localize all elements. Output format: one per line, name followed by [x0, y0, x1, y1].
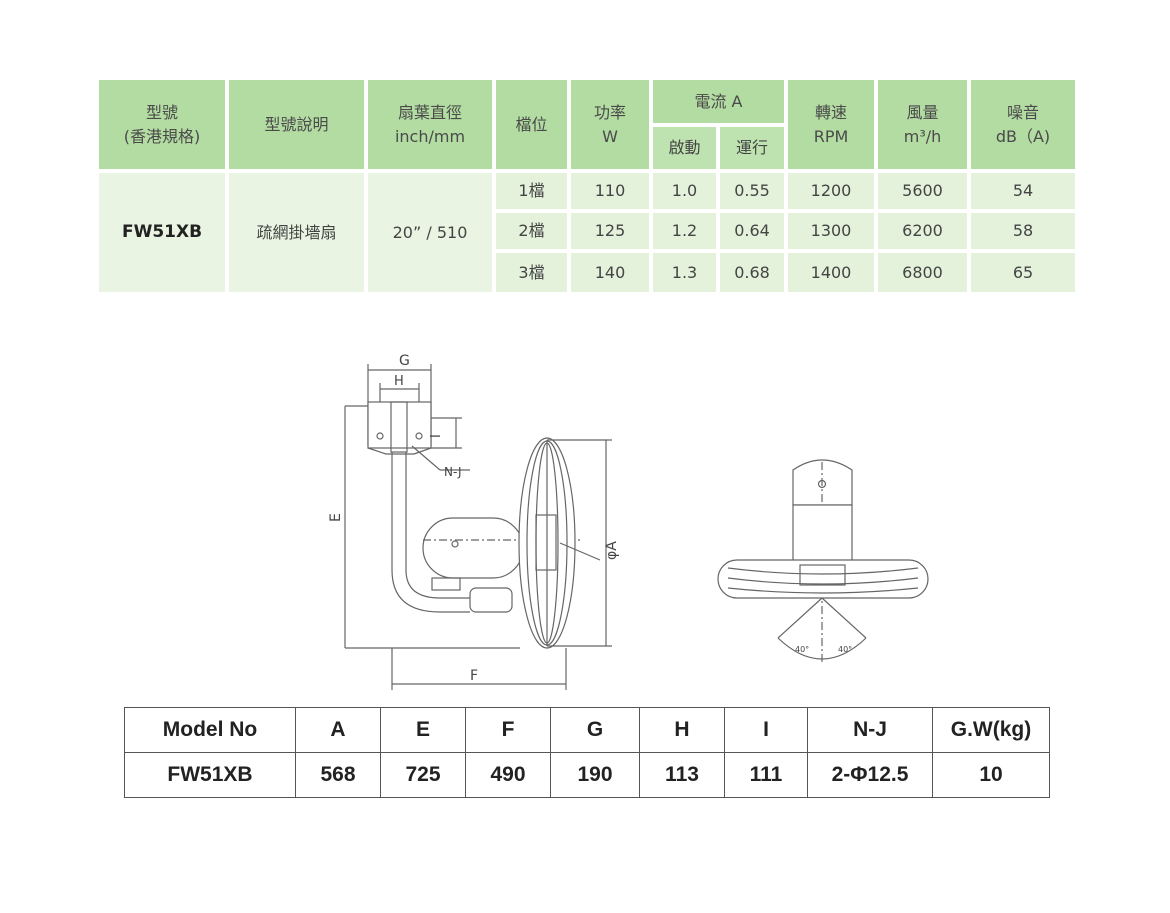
label-e: E	[328, 513, 344, 522]
model-cell: FW51XB	[99, 173, 225, 292]
spec-table: 型號 (香港規格) 型號說明 扇葉直徑 inch/mm 檔位 功率 W 電流 A…	[99, 80, 1075, 292]
row1-rpm: 1200	[788, 173, 874, 209]
header-model: 型號 (香港規格)	[99, 80, 225, 169]
row2-start: 1.2	[653, 213, 716, 249]
dim-header-f: F	[465, 707, 551, 753]
row3-noise: 65	[971, 253, 1075, 292]
dim-value-gw: 10	[932, 752, 1050, 798]
row2-speed: 2檔	[496, 213, 567, 249]
blade-diameter-cell: 20” / 510	[368, 173, 492, 292]
header-power: 功率 W	[571, 80, 649, 169]
header-airflow: 風量 m³/h	[878, 80, 967, 169]
description-cell: 疏網掛墻扇	[229, 173, 364, 292]
label-angle-left: 40°	[795, 645, 809, 654]
row3-power: 140	[571, 253, 649, 292]
header-rpm: 轉速 RPM	[788, 80, 874, 169]
dimension-value-row: FW51XB 568 725 490 190 113 111 2-Φ12.5 1…	[124, 752, 1050, 798]
row1-noise: 54	[971, 173, 1075, 209]
dim-value-a: 568	[295, 752, 381, 798]
dim-value-nj: 2-Φ12.5	[807, 752, 933, 798]
dim-header-model: Model No	[124, 707, 296, 753]
header-blade-diameter: 扇葉直徑 inch/mm	[368, 80, 492, 169]
header-current-run: 運行	[720, 127, 784, 169]
header-current: 電流 A	[653, 80, 784, 123]
row2-noise: 58	[971, 213, 1075, 249]
row3-airflow: 6800	[878, 253, 967, 292]
side-view-drawing	[344, 364, 612, 690]
dim-header-h: H	[639, 707, 725, 753]
label-g: G	[399, 353, 410, 369]
row1-airflow: 5600	[878, 173, 967, 209]
header-speed-setting: 檔位	[496, 80, 567, 169]
dim-value-f: 490	[465, 752, 551, 798]
dim-value-i: 111	[724, 752, 808, 798]
row2-rpm: 1300	[788, 213, 874, 249]
row3-rpm: 1400	[788, 253, 874, 292]
row2-run: 0.64	[720, 213, 784, 249]
dimension-header-row: Model No A E F G H I N-J G.W(kg)	[124, 707, 1050, 753]
label-a: φA	[604, 541, 620, 560]
dim-value-g: 190	[550, 752, 640, 798]
row1-start: 1.0	[653, 173, 716, 209]
label-nj: N-J	[444, 465, 462, 479]
header-description: 型號說明	[229, 80, 364, 169]
row3-run: 0.68	[720, 253, 784, 292]
dim-header-a: A	[295, 707, 381, 753]
top-view-drawing	[717, 459, 929, 662]
row2-airflow: 6200	[878, 213, 967, 249]
dim-header-g: G	[550, 707, 640, 753]
dimension-table: Model No A E F G H I N-J G.W(kg) FW51XB …	[124, 707, 1050, 798]
row1-run: 0.55	[720, 173, 784, 209]
dim-value-e: 725	[380, 752, 466, 798]
dim-value-model: FW51XB	[124, 752, 296, 798]
label-i: I	[429, 434, 444, 438]
row2-power: 125	[571, 213, 649, 249]
header-current-start: 啟動	[653, 127, 716, 169]
label-f: F	[470, 668, 478, 684]
row3-speed: 3檔	[496, 253, 567, 292]
label-angle-right: 40°	[838, 645, 852, 654]
label-h: H	[394, 374, 404, 389]
dim-value-h: 113	[639, 752, 725, 798]
dim-header-i: I	[724, 707, 808, 753]
dim-header-gw: G.W(kg)	[932, 707, 1050, 753]
row1-power: 110	[571, 173, 649, 209]
row3-start: 1.3	[653, 253, 716, 292]
header-noise: 噪音 dB（A)	[971, 80, 1075, 169]
dim-header-nj: N-J	[807, 707, 933, 753]
row1-speed: 1檔	[496, 173, 567, 209]
dim-header-e: E	[380, 707, 466, 753]
